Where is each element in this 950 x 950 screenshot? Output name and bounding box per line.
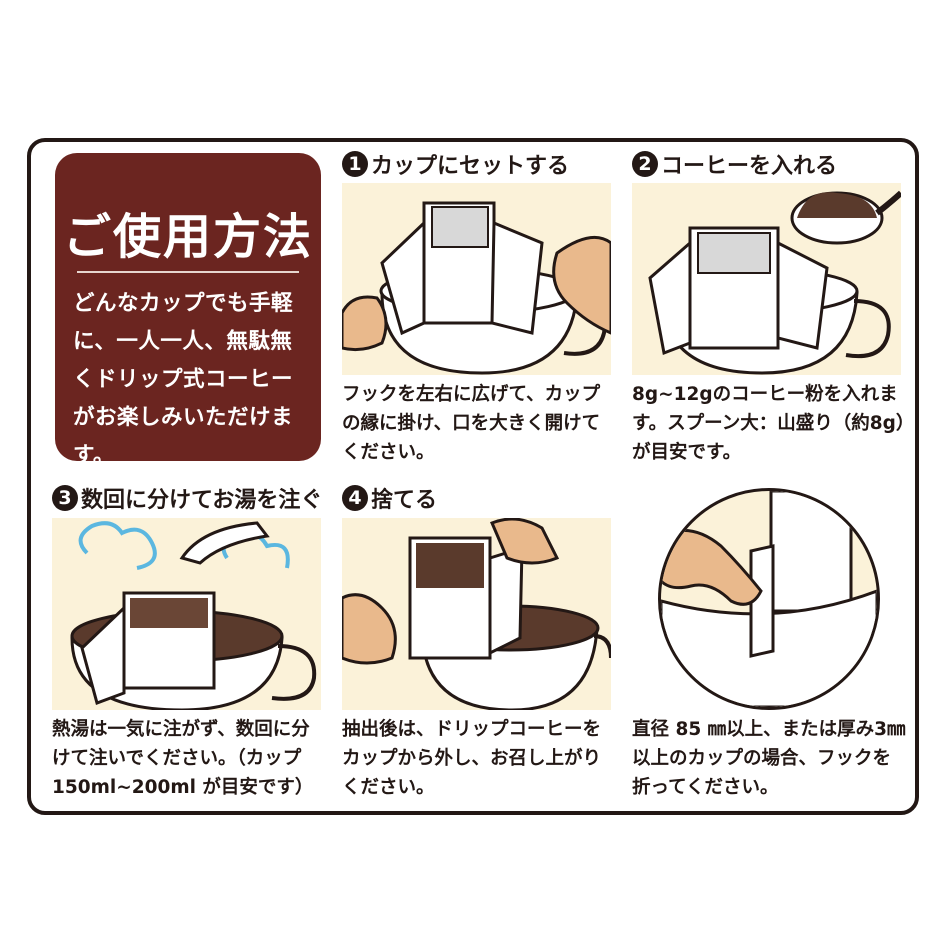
step-4-title: 捨てる bbox=[371, 488, 438, 513]
step-1-title: カップにセットする bbox=[371, 154, 570, 179]
step-2-title: コーヒーを入れる bbox=[661, 154, 838, 179]
step-2-heading: 2 コーヒーを入れる bbox=[632, 148, 837, 180]
step-3-title: 数回に分けてお湯を注ぐ bbox=[81, 488, 323, 513]
step-2-illustration bbox=[632, 183, 901, 375]
usage-title-box: ご使用方法 どんなカップでも手軽に、一人一人、無駄無くドリップ式コーヒーがお楽し… bbox=[55, 153, 321, 468]
step-4-number: 4 bbox=[342, 485, 368, 511]
usage-title: ご使用方法 bbox=[62, 209, 313, 265]
step-3-text: 熱湯は一気に注がず、数回に分けて注いでください。（カップ150ml~200ml … bbox=[52, 719, 314, 798]
step-4-illustration bbox=[342, 518, 611, 710]
step-1-number: 1 bbox=[342, 151, 368, 177]
step-3-heading: 3 数回に分けてお湯を注ぐ bbox=[52, 482, 322, 514]
step-2-text: 8g~12gのコーヒー粉を入れます。スプーン大：山盛り（約8g）が目安です。 bbox=[632, 384, 906, 463]
fold-hook-illustration bbox=[658, 488, 880, 710]
step-3-illustration bbox=[52, 518, 321, 710]
fold-hook-note: 直径 85 ㎜以上、または厚み3㎜以上のカップの場合、フックを折ってください。 bbox=[632, 719, 906, 798]
step-4-heading: 4 捨てる bbox=[342, 482, 437, 514]
step-1-illustration bbox=[342, 183, 611, 375]
step-3-number: 3 bbox=[52, 485, 78, 511]
usage-intro-text: どんなカップでも手軽に、一人一人、無駄無くドリップ式コーヒーがお楽しみいただけま… bbox=[73, 291, 294, 468]
step-2-number: 2 bbox=[632, 151, 658, 177]
title-divider bbox=[77, 271, 299, 273]
step-1-heading: 1 カップにセットする bbox=[342, 148, 569, 180]
step-1-text: フックを左右に広げて、カップの縁に掛け、口を大きく開けてください。 bbox=[342, 384, 601, 463]
step-4-text: 抽出後は、ドリップコーヒーをカップから外し、お召し上がりください。 bbox=[342, 719, 602, 798]
